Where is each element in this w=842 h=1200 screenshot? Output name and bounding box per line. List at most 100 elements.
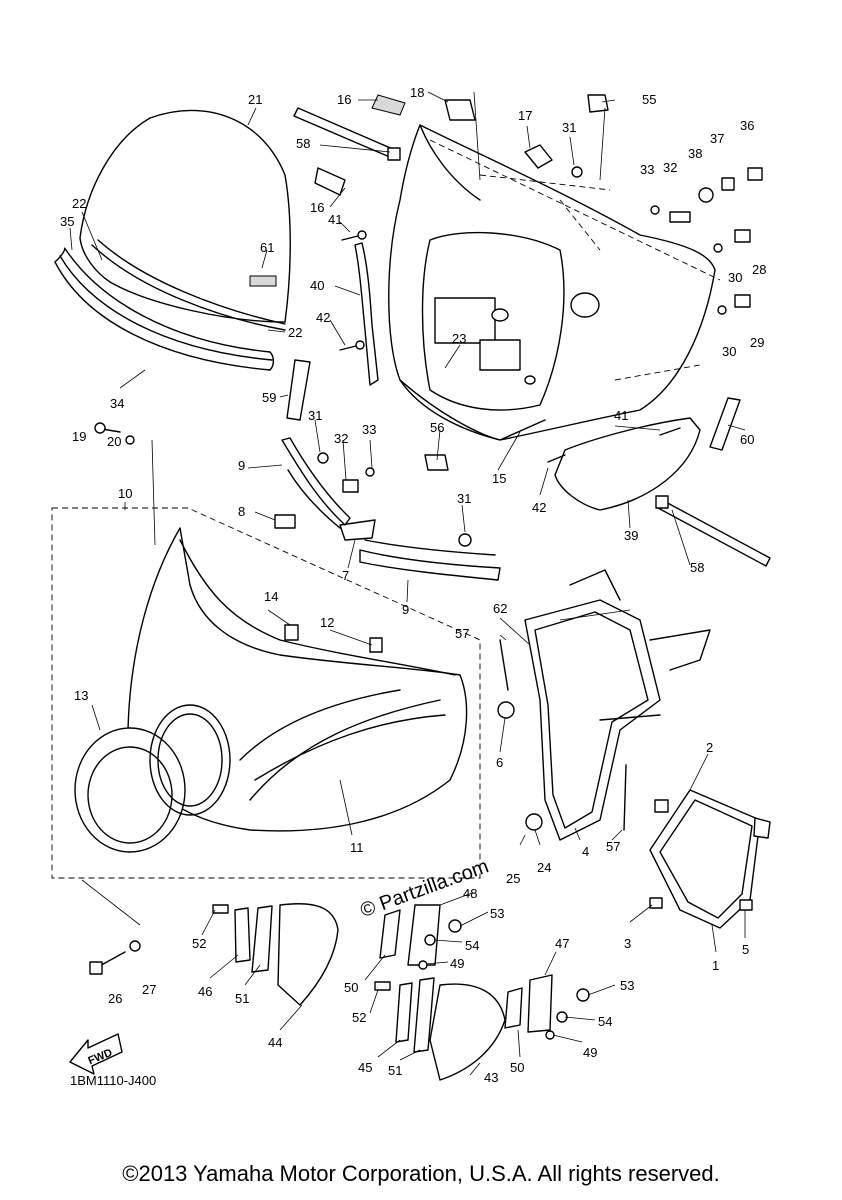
callout-58: 58 [296,136,310,151]
callout-50b: 50 [510,1060,524,1075]
copyright-notice: ©2013 Yamaha Motor Corporation, U.S.A. A… [122,1161,720,1186]
callout-42: 42 [316,310,330,325]
stay-9-bottom [359,549,501,581]
windshield [79,109,291,323]
callouts: 21 22 35 61 22 34 16 18 58 17 31 55 36 3… [60,85,766,1085]
callout-51: 51 [235,991,249,1006]
callout-49b: 49 [583,1045,597,1060]
callout-13: 13 [74,688,88,703]
lower-panels [212,903,590,1081]
callout-25: 25 [506,871,520,886]
callout-31c: 31 [457,491,471,506]
drawing-code: 1BM1110-J400 [70,1073,156,1088]
callout-17: 17 [518,108,532,123]
callout-29: 29 [750,335,764,350]
callout-53: 53 [490,906,504,921]
callout-38: 38 [688,146,702,161]
stay-40 [354,242,379,386]
callout-6: 6 [496,755,503,770]
callout-52: 52 [192,936,206,951]
grommet-18 [444,99,476,121]
callout-58b: 58 [690,560,704,575]
callout-30: 30 [728,270,742,285]
callout-57b: 57 [606,839,620,854]
callout-31b: 31 [308,408,322,423]
callout-36: 36 [740,118,754,133]
callout-30b: 30 [722,344,736,359]
fairing-stay-4 [497,569,711,841]
callout-18: 18 [410,85,424,100]
callout-16b: 16 [310,200,324,215]
callout-24: 24 [537,860,551,875]
callout-19: 19 [72,429,86,444]
callout-21: 21 [248,92,262,107]
outer-fairing [74,527,468,853]
callout-39: 39 [624,528,638,543]
callout-62: 62 [493,601,507,616]
strip-59 [286,359,311,421]
callout-15: 15 [492,471,506,486]
callout-28: 28 [752,262,766,277]
callout-4: 4 [582,844,589,859]
callout-26: 26 [108,991,122,1006]
callout-40: 40 [310,278,324,293]
callout-53b: 53 [620,978,634,993]
assembly-10-box [51,507,481,879]
callout-22: 22 [72,196,86,211]
fasteners-upper-right [571,94,763,315]
callout-20: 20 [107,434,121,449]
callout-49: 49 [450,956,464,971]
grommet-17 [524,144,553,169]
callout-7: 7 [342,568,349,583]
callout-2: 2 [706,740,713,755]
callout-8: 8 [238,504,245,519]
callout-5: 5 [742,942,749,957]
callout-23: 23 [452,331,466,346]
callout-56: 56 [430,420,444,435]
callout-45: 45 [358,1060,372,1075]
leader-lines [69,91,746,1076]
callout-46: 46 [198,984,212,999]
callout-3: 3 [624,936,631,951]
callout-54: 54 [465,938,479,953]
callout-12: 12 [320,615,334,630]
stay-7 [339,519,376,541]
callout-57: 57 [455,626,469,641]
callout-16: 16 [337,92,351,107]
cable-tie-58-lower [657,499,771,567]
callout-9: 9 [238,458,245,473]
callout-32: 32 [663,160,677,175]
stay-9-left [281,437,351,526]
windshield-garnish [54,247,275,371]
callout-32b: 32 [334,431,348,446]
inner-fairing [388,124,721,441]
callout-41: 41 [328,212,342,227]
callout-14: 14 [264,589,278,604]
callout-47: 47 [555,936,569,951]
pad-16-upper [371,94,406,116]
fwd-arrow: FWD [69,1033,123,1075]
callout-1: 1 [712,958,719,973]
fasteners-middle-left [94,230,681,547]
callout-44: 44 [268,1035,282,1050]
callout-41b: 41 [614,408,628,423]
callout-35: 35 [60,214,74,229]
callout-22b: 22 [288,325,302,340]
callout-59: 59 [262,390,276,405]
callout-55: 55 [642,92,656,107]
callout-48: 48 [463,886,477,901]
windshield-trim [91,244,286,331]
callout-42b: 42 [532,500,546,515]
callout-52b: 52 [352,1010,366,1025]
callout-43: 43 [484,1070,498,1085]
callout-11: 11 [350,840,364,855]
callout-51b: 51 [388,1063,402,1078]
callout-27: 27 [142,982,156,997]
callout-33b: 33 [362,422,376,437]
callout-9b: 9 [402,602,409,617]
callout-61: 61 [260,240,274,255]
callout-50: 50 [344,980,358,995]
callout-37: 37 [710,131,724,146]
callout-10: 10 [118,486,132,501]
